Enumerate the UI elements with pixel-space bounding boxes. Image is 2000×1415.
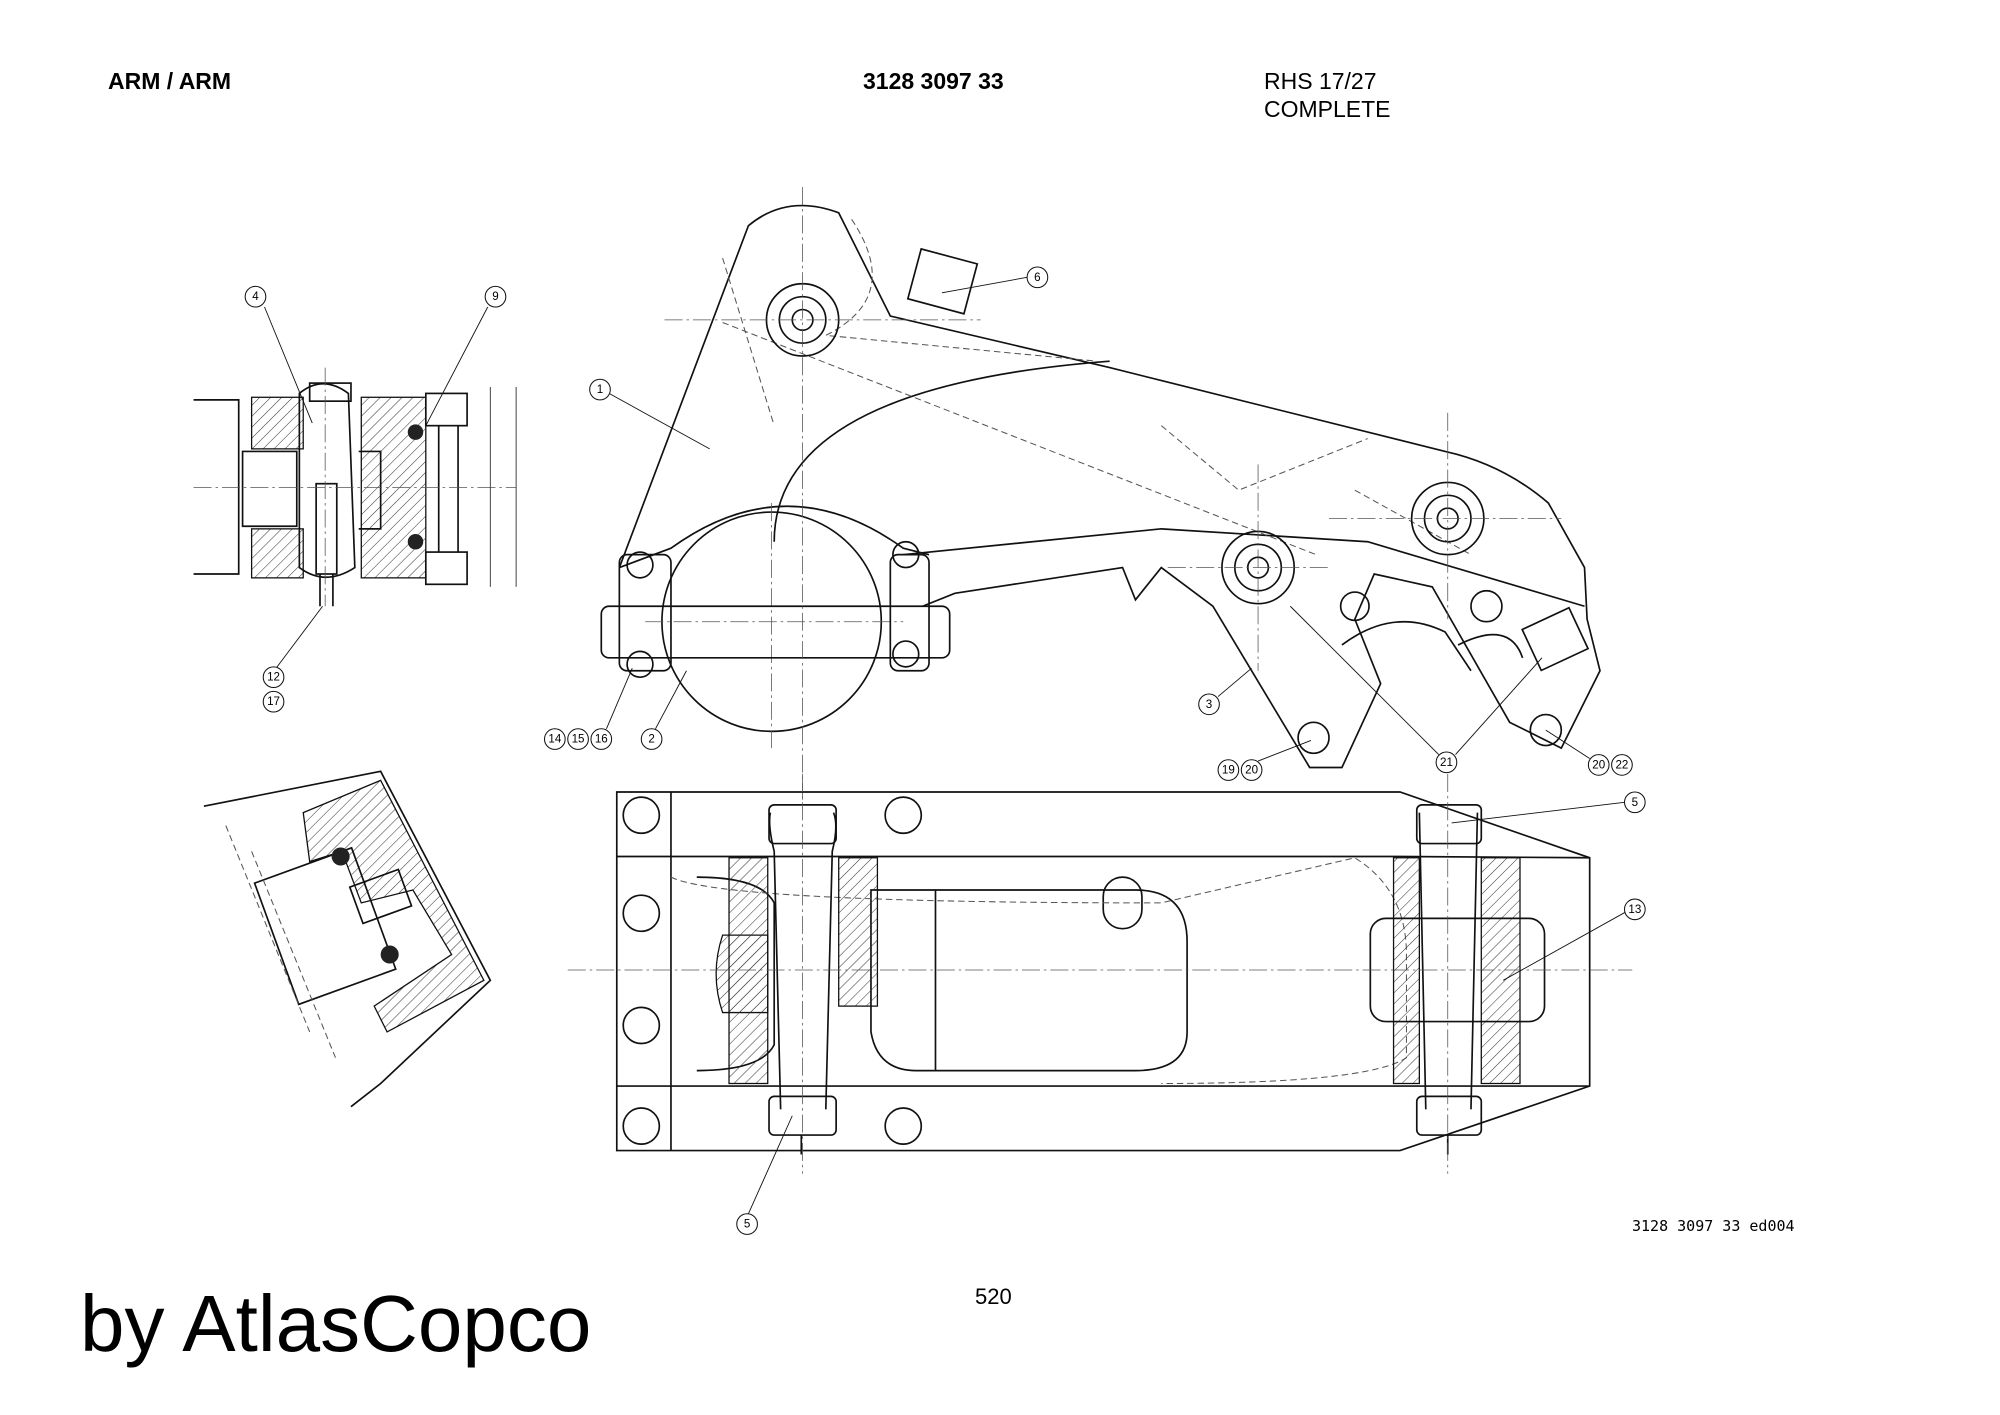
svg-text:9: 9 <box>492 290 498 303</box>
svg-text:3: 3 <box>1206 698 1212 711</box>
svg-text:19: 19 <box>1222 764 1235 777</box>
page-number: 520 <box>975 1284 1012 1309</box>
svg-text:20: 20 <box>1245 764 1258 777</box>
part-balloons: 4 9 12 17 1 6 14 15 16 2 3 19 20 21 20 <box>244 266 1646 1235</box>
balloon-1: 1 <box>589 378 611 401</box>
svg-text:1: 1 <box>597 383 603 396</box>
status-label: COMPLETE <box>1264 96 1391 122</box>
balloon-14: 14 <box>544 728 566 750</box>
svg-text:16: 16 <box>595 733 608 746</box>
balloon-13: 13 <box>1624 898 1646 921</box>
svg-text:2: 2 <box>648 733 654 746</box>
section-view-pivot <box>193 367 517 607</box>
balloon-15: 15 <box>567 728 589 750</box>
balloon-2: 2 <box>640 728 663 750</box>
balloon-19: 19 <box>1217 759 1240 781</box>
detail-view-angled <box>203 770 492 1108</box>
balloon-3: 3 <box>1198 693 1220 716</box>
balloon-4: 4 <box>244 285 267 308</box>
balloon-20: 20 <box>1240 759 1263 781</box>
svg-text:5: 5 <box>1632 796 1638 809</box>
balloon-16: 16 <box>590 728 613 750</box>
svg-text:22: 22 <box>1615 758 1628 771</box>
svg-text:13: 13 <box>1628 903 1641 916</box>
balloon-5-top: 5 <box>1624 791 1646 814</box>
drawing-reference: 3128 3097 33 ed004 <box>1632 1217 1795 1235</box>
arm-side-view <box>600 187 1601 800</box>
balloon-9: 9 <box>484 285 507 308</box>
arm-top-view <box>567 773 1633 1174</box>
svg-text:4: 4 <box>252 290 259 303</box>
svg-text:14: 14 <box>548 733 561 746</box>
svg-text:20: 20 <box>1592 758 1605 771</box>
balloon-17: 17 <box>262 690 285 713</box>
balloon-12: 12 <box>262 666 285 689</box>
balloon-21: 21 <box>1435 751 1458 774</box>
balloon-5-bottom: 5 <box>736 1213 758 1235</box>
brand-watermark: by AtlasCopco <box>80 1279 592 1368</box>
drawing-title: ARM / ARM <box>108 68 232 94</box>
svg-text:6: 6 <box>1034 271 1040 284</box>
svg-text:21: 21 <box>1440 756 1453 769</box>
balloon-22: 22 <box>1611 754 1633 776</box>
model-label: RHS 17/27 <box>1264 68 1377 94</box>
svg-text:12: 12 <box>267 671 280 684</box>
svg-text:15: 15 <box>572 733 585 746</box>
balloon-20-22: 20 <box>1587 754 1610 776</box>
part-number: 3128 3097 33 <box>863 68 1004 94</box>
svg-text:5: 5 <box>744 1218 750 1231</box>
svg-text:17: 17 <box>267 695 280 708</box>
balloon-6: 6 <box>1026 266 1049 289</box>
